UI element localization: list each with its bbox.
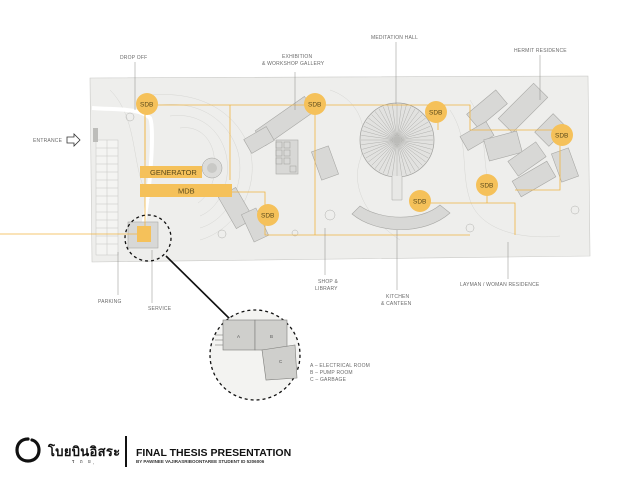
room-a-label: A	[237, 334, 240, 339]
svg-text:SDB: SDB	[429, 110, 442, 117]
legend-item: A – ELECTRICAL ROOM	[310, 363, 370, 369]
generator-box	[140, 166, 202, 178]
drop-off-label: DROP OFF	[120, 55, 147, 61]
svg-text:SDB: SDB	[480, 183, 493, 190]
leader-lines	[117, 42, 541, 303]
generator-pavilion	[201, 157, 223, 179]
callout-connector	[165, 255, 237, 326]
sdb-markers: SDB SDB SDB SDB SDB SDB SDB	[136, 93, 573, 226]
stepping-grid	[275, 141, 297, 173]
sdb-marker: SDB	[136, 93, 158, 115]
mdb-box	[140, 184, 232, 197]
exhibition-label-2: & WORKSHOP GALLERY	[262, 61, 325, 67]
sdb-marker: SDB	[476, 174, 498, 196]
presentation-subtitle: BY PAWINEE VAJIRASRIBOONTAREE STUDENT ID…	[136, 459, 265, 464]
exhibition-label: EXHIBITION	[282, 54, 313, 60]
gate-post	[93, 128, 98, 142]
svg-text:SDB: SDB	[413, 199, 426, 206]
svg-text:SDB: SDB	[140, 102, 153, 109]
service-room-marker	[137, 226, 151, 242]
footer-divider	[125, 436, 127, 467]
logo-wordmark: โบยบินอิสระ	[48, 445, 121, 460]
site-boundary	[89, 75, 591, 263]
svg-text:SDB: SDB	[261, 213, 274, 220]
shop-label: SHOP &	[318, 279, 338, 285]
room-b-label: B	[270, 334, 273, 339]
svg-text:SDB: SDB	[308, 102, 321, 109]
enso-logo-icon	[15, 437, 41, 463]
kitchen-label-2: & CANTEEN	[381, 301, 412, 307]
service-callout-circle	[124, 214, 172, 262]
access-road	[91, 106, 154, 241]
room-legend: A – ELECTRICAL ROOM B – PUMP ROOM C – GA…	[310, 363, 370, 383]
parking-label: PARKING	[98, 299, 122, 305]
sdb-marker: SDB	[304, 93, 326, 115]
parking-stalls	[95, 139, 119, 256]
service-rooms	[215, 319, 298, 381]
service-label: SERVICE	[148, 306, 172, 312]
meditation-hall-label: MEDITATION HALL	[371, 35, 418, 41]
layman-residence-label: LAYMAN / WOMAN RESIDENCE	[460, 282, 540, 288]
sdb-marker: SDB	[551, 124, 573, 146]
buildings	[127, 82, 579, 249]
entrance-label: ENTRANCE	[33, 138, 63, 144]
room-c-label: C	[279, 359, 283, 364]
presentation-title: FINAL THESIS PRESENTATION	[136, 447, 292, 459]
generator-label: GENERATOR	[150, 168, 197, 177]
entrance-arrow-icon	[66, 133, 81, 147]
sdb-marker: SDB	[409, 190, 431, 212]
kitchen-label: KITCHEN	[386, 294, 410, 300]
hermit-residence-label: HERMIT RESIDENCE	[514, 48, 567, 54]
trees	[125, 112, 580, 239]
sdb-marker: SDB	[425, 101, 447, 123]
sdb-marker: SDB	[257, 204, 279, 226]
logo-subtitle: ร ถ ย ุ	[72, 460, 97, 465]
svg-text:SDB: SDB	[555, 133, 568, 140]
mdb-label: MDB	[178, 187, 195, 196]
meditation-hall	[359, 102, 435, 201]
shop-label-2: LIBRARY	[315, 286, 338, 292]
legend-item: B – PUMP ROOM	[310, 370, 353, 376]
legend-item: C – GARBAGE	[310, 377, 347, 383]
